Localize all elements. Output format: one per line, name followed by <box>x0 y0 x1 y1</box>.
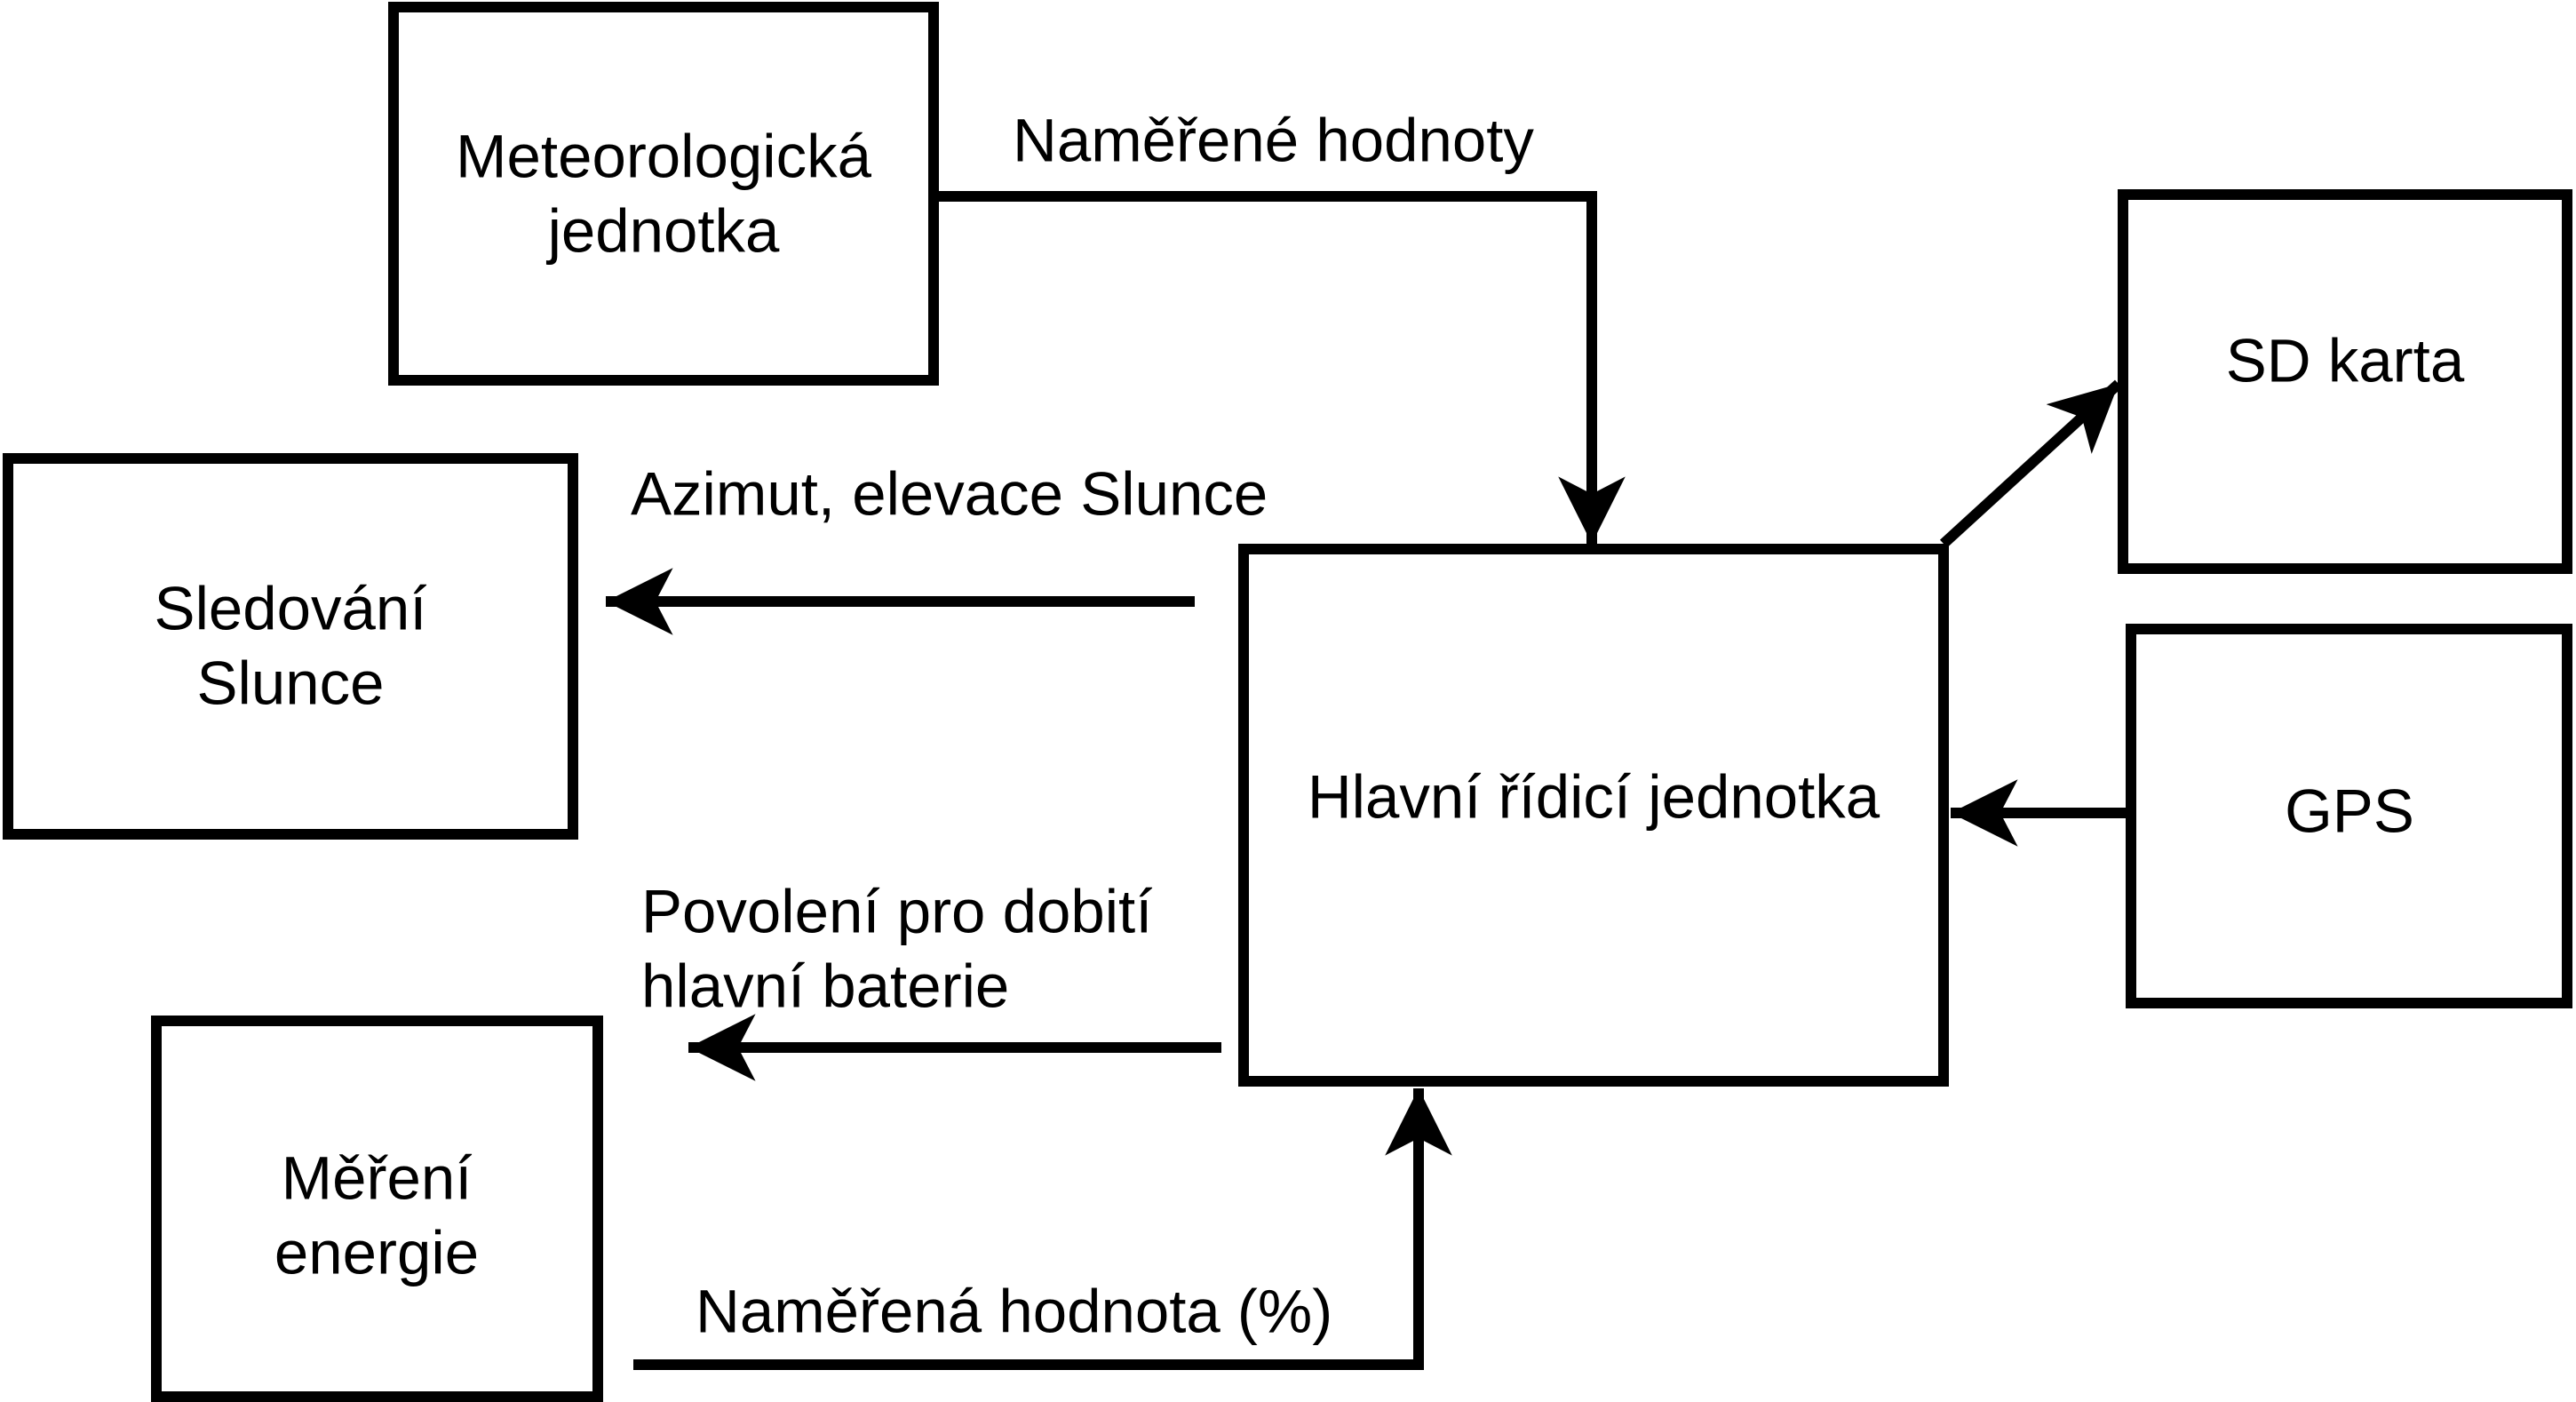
sd-card-label: SD karta <box>2226 327 2465 395</box>
energy-measurement-label-line1: Měření <box>282 1144 473 1213</box>
gps-box <box>2126 624 2572 1008</box>
charge-permission-label-line1: Povolení pro dobití <box>641 878 1152 946</box>
connectors <box>606 191 2131 1370</box>
measured-values-label: Naměřené hodnoty <box>1013 107 1534 175</box>
main-control-unit-box <box>1238 544 1949 1087</box>
sd-card-box <box>2118 189 2572 574</box>
meteo-unit-label-line2: jednotka <box>546 197 780 266</box>
azimuth-elevation-label: Azimut, elevace Slunce <box>631 460 1268 529</box>
edge-labels: Naměřené hodnoty Azimut, elevace Slunce … <box>631 107 1534 1346</box>
gps-label: GPS <box>2285 777 2414 846</box>
meteo-unit-label-line1: Meteorologická <box>456 123 872 191</box>
energy-measurement-label-line2: energie <box>274 1219 479 1287</box>
sun-tracking-box <box>3 453 578 840</box>
measured-values-arrow <box>928 191 1626 544</box>
main-control-unit-label: Hlavní řídicí jednotka <box>1308 763 1880 832</box>
sun-tracking-label-line2: Slunce <box>197 649 385 718</box>
box-labels: Meteorologická jednotka SD karta Sledová… <box>155 123 2465 1287</box>
measured-percentage-label: Naměřená hodnota (%) <box>696 1278 1332 1346</box>
measured-percentage-arrow <box>633 1088 1452 1370</box>
boxes <box>3 2 2572 1402</box>
sd-card-write-arrow <box>1939 379 2123 548</box>
meteo-unit-box <box>388 2 939 386</box>
charge-permission-label-line2: hlavní baterie <box>641 952 1009 1021</box>
energy-measurement-box <box>151 1016 603 1402</box>
sun-tracking-label-line1: Sledování <box>155 575 427 643</box>
